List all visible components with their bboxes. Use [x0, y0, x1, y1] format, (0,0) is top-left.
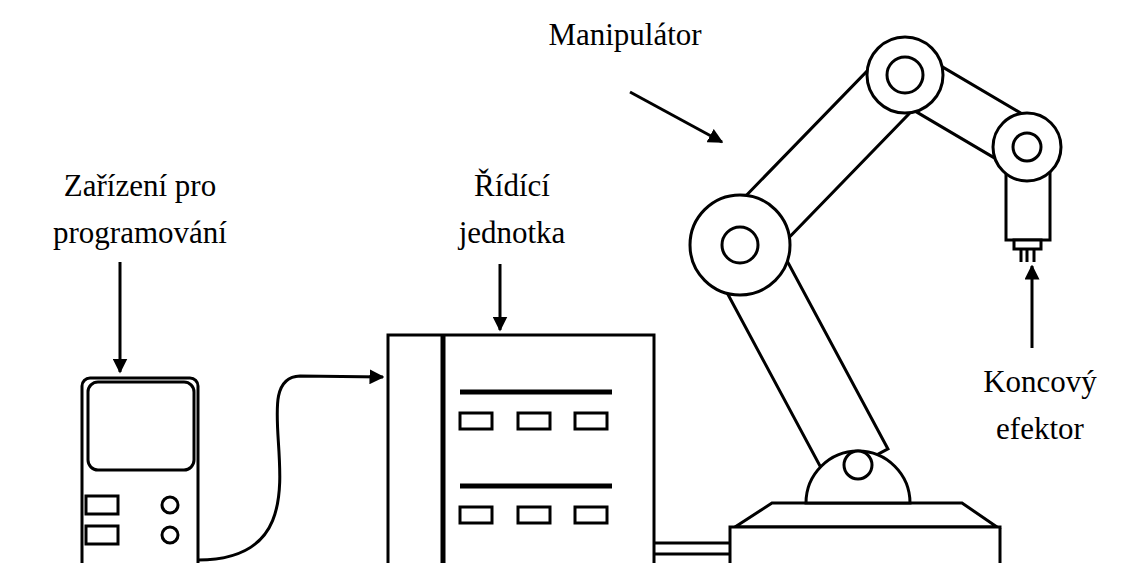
- leader-arrow: [630, 92, 722, 142]
- part-label: Manipulátor: [465, 11, 785, 58]
- part-label: Zařízení pro programování: [5, 162, 275, 256]
- robot-base: [735, 503, 997, 527]
- manipulator: [690, 37, 1061, 563]
- leader-arrow: [499, 264, 502, 330]
- device-button: [86, 496, 118, 514]
- end-effector: [1014, 240, 1041, 249]
- base-joint: [806, 451, 910, 503]
- programming-device: [82, 378, 198, 563]
- panel-bar: [460, 484, 612, 489]
- joint-axis: [722, 227, 758, 263]
- leader-arrow: [1031, 266, 1034, 348]
- device-knob: [162, 527, 178, 543]
- panel-divider: [441, 335, 446, 563]
- robot-cable: [654, 542, 732, 545]
- joint: [867, 37, 943, 113]
- joint: [690, 195, 790, 295]
- device-knob: [162, 497, 178, 513]
- panel-bar: [460, 390, 612, 395]
- gripper-finger: [1033, 249, 1036, 262]
- part-label: Řídící jednotka: [427, 162, 597, 256]
- robot-base: [730, 527, 1000, 563]
- cable: [198, 376, 383, 560]
- joint-axis: [887, 57, 923, 93]
- part-label: Koncový efektor: [960, 358, 1120, 452]
- joint-axis: [1013, 133, 1041, 161]
- gripper-finger: [1026, 249, 1029, 262]
- gripper-finger: [1020, 249, 1023, 262]
- arm-link: [718, 54, 926, 266]
- joint-axis: [844, 451, 872, 479]
- control-unit: [388, 335, 654, 563]
- device-screen: [88, 382, 194, 470]
- robot-cable: [654, 553, 732, 556]
- joint: [993, 113, 1061, 181]
- panel-buttons: [460, 413, 607, 523]
- device-button: [86, 526, 118, 544]
- leader-arrow: [119, 262, 122, 372]
